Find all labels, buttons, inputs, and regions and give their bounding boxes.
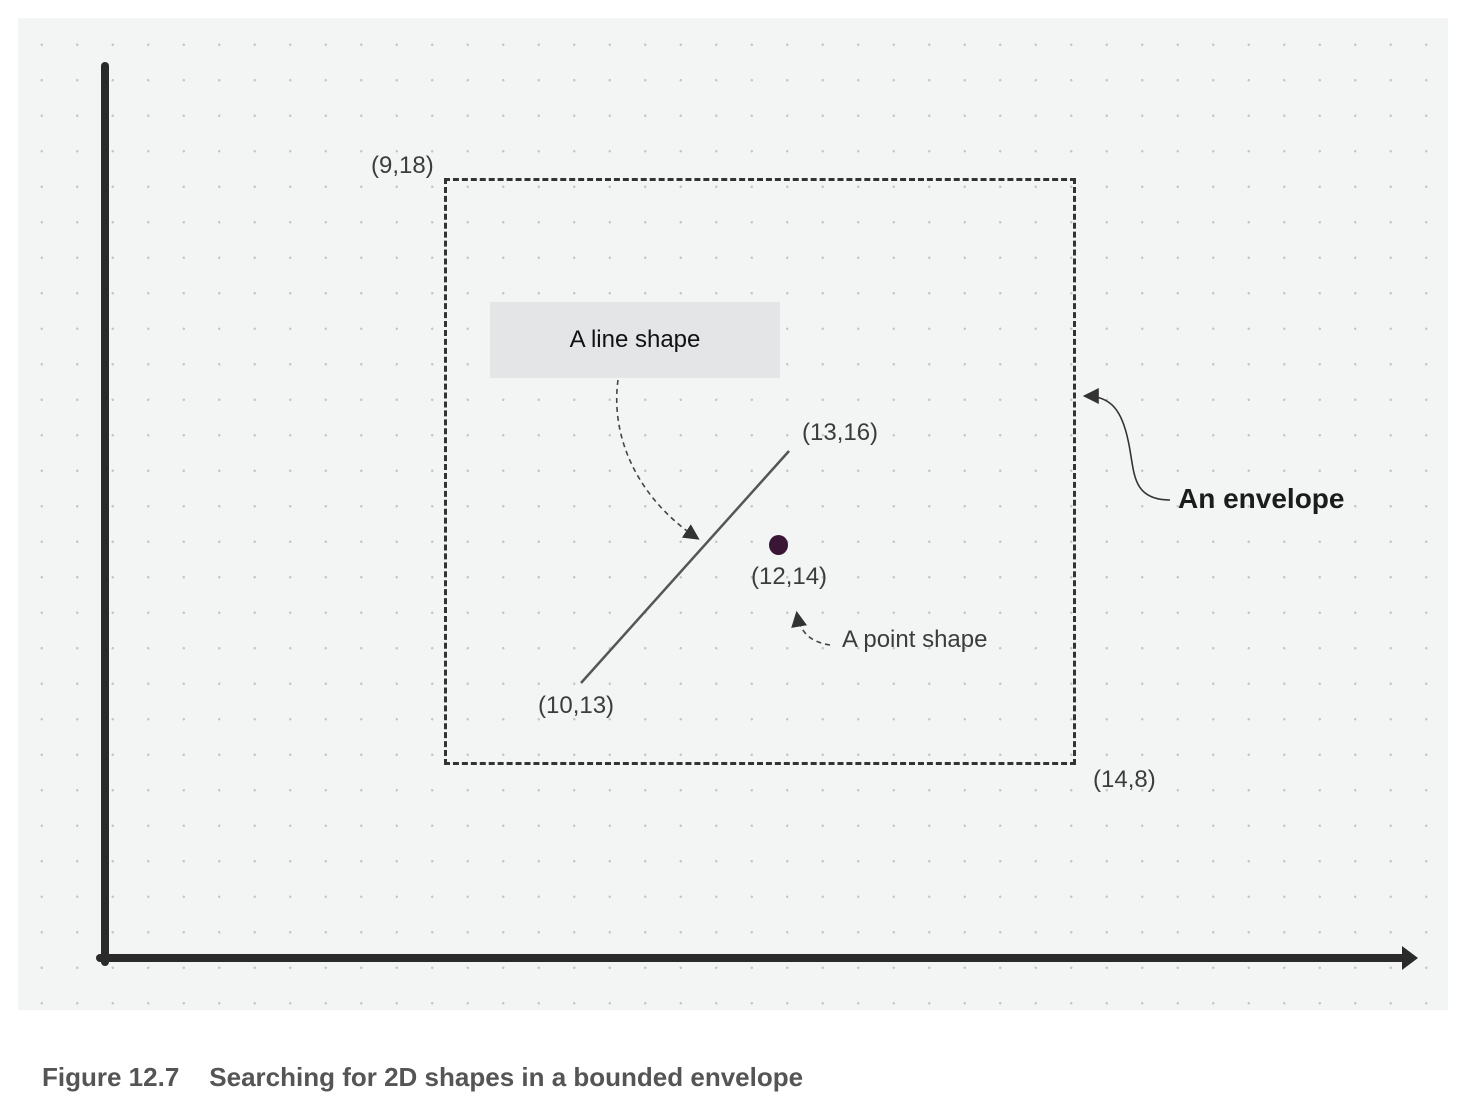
envelope-top-left-label: (9,18) <box>371 152 434 179</box>
point-shape <box>769 535 788 555</box>
point-shape-callout-arrow <box>791 610 831 646</box>
line-shape-label-box: A line shape <box>490 302 780 378</box>
line-shape <box>580 450 790 684</box>
line-shape-label: A line shape <box>569 326 701 353</box>
point-label: (12,14) <box>751 563 828 590</box>
envelope-box <box>444 178 1076 765</box>
line-start-label: (10,13) <box>538 692 615 719</box>
x-axis-arrowhead <box>1402 946 1418 970</box>
line-shape-callout-arrow <box>616 379 700 540</box>
envelope-callout: An envelope <box>1178 483 1345 514</box>
envelope-bottom-right-label: (14,8) <box>1093 766 1156 793</box>
line-end-label: (13,16) <box>802 419 879 446</box>
figure-caption-text: Searching for 2D shapes in a bounded env… <box>209 1062 804 1092</box>
envelope-callout-arrow <box>1082 388 1171 501</box>
x-axis <box>96 954 1408 962</box>
y-axis <box>101 62 109 966</box>
figure-caption: Figure 12.7 Searching for 2D shapes in a … <box>42 1062 803 1093</box>
figure-number: Figure 12.7 <box>42 1062 180 1092</box>
point-shape-callout: A point shape <box>842 626 988 653</box>
